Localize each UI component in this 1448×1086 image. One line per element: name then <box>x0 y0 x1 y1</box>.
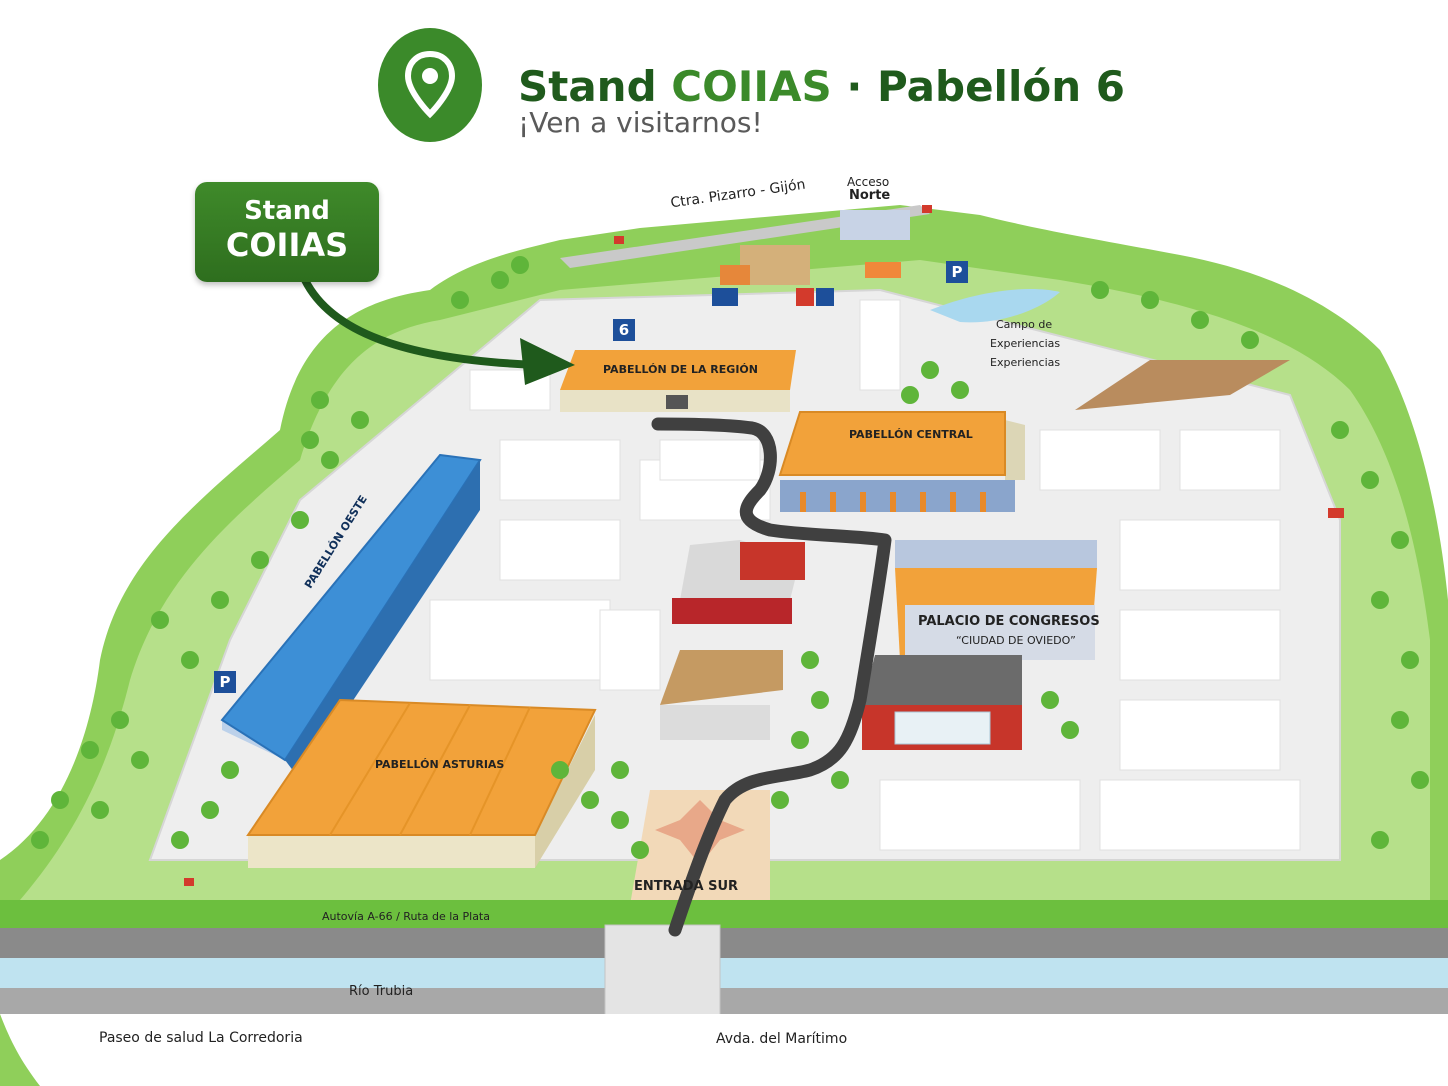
entrada-sur-label: ENTRADA SUR <box>634 879 739 894</box>
autovia-road <box>0 928 1448 958</box>
south-hedge <box>0 900 1448 928</box>
sign-red-v <box>796 288 814 306</box>
pabellon-region-label: PABELLÓN DE LA REGIÓN <box>603 363 758 376</box>
pabellon-region-roof <box>560 350 796 390</box>
flag-icon <box>1328 508 1344 518</box>
avda-label: Avda. del Marítimo <box>716 1031 848 1047</box>
bridge <box>604 924 721 1016</box>
acceso-norte-label-1: Acceso <box>847 175 890 189</box>
arrow-head-icon <box>520 338 575 385</box>
pabellon-oeste-wall <box>285 460 480 780</box>
acceso-norte-building <box>840 210 910 240</box>
palacio-label-2: “CIUDAD DE OVIEDO” <box>956 634 1076 647</box>
red-building-windows <box>894 711 991 745</box>
callout-line2: COIIAS <box>225 226 349 264</box>
page-subtitle: ¡Ven a visitarnos! <box>518 106 763 139</box>
flag-icon <box>614 236 624 244</box>
palacio-roof <box>895 540 1097 568</box>
north-road <box>560 205 930 268</box>
campo-label-3: Experiencias <box>990 356 1061 369</box>
pabellon-region-door <box>666 395 688 409</box>
title-brand: COIIAS <box>671 62 832 111</box>
brown-building-front <box>660 705 770 740</box>
palacio-label-1: PALACIO DE CONGRESOS <box>918 614 1100 629</box>
campo-label-2: Experiencias <box>990 337 1061 350</box>
callout-line1: Stand <box>244 196 330 226</box>
green-bottom <box>0 1014 1448 1086</box>
location-pin-icon <box>378 28 482 142</box>
campo-label-1: Campo de <box>996 318 1053 331</box>
parking-icon: P <box>214 671 236 693</box>
flag-icon <box>184 878 194 886</box>
palacio-label-plate <box>905 605 1095 660</box>
brown-building-roof <box>660 650 783 705</box>
north-building-2 <box>720 265 750 285</box>
street-grid <box>429 299 1301 851</box>
flag-icon <box>922 205 932 213</box>
header: Stand COIIAS · Pabellón 6 ¡Ven a visitar… <box>376 26 1136 156</box>
acceso-norte-label-2: Norte <box>849 188 891 203</box>
pabellon-asturias-roof <box>246 698 597 836</box>
parking-icon: P <box>946 261 968 283</box>
pavilion-6-badge: 6 <box>613 319 635 341</box>
paseo-label: Paseo de salud La Corredoria <box>99 1030 303 1046</box>
lake <box>930 289 1060 323</box>
autovia-label: Autovía A-66 / Ruta de la Plata <box>322 910 490 923</box>
pabellon-central-roof <box>778 411 1006 476</box>
south-walkway <box>0 988 1448 1014</box>
river <box>0 958 1448 988</box>
north-building-1 <box>740 245 810 285</box>
title-suffix: · Pabellón 6 <box>831 62 1125 111</box>
pabellon-central-side <box>1005 420 1025 480</box>
arrow-icon <box>301 276 544 369</box>
pabellon-central-columns <box>800 492 986 512</box>
pabellon-central-front <box>780 480 1015 512</box>
trees <box>31 256 1429 859</box>
title-prefix: Stand <box>518 62 672 111</box>
orange-kiosk <box>865 262 901 278</box>
pabellon-asturias-label: PABELLÓN ASTURIAS <box>375 758 505 771</box>
pabellon-asturias-front <box>248 835 535 868</box>
green-bottom-corner <box>0 1014 40 1086</box>
entrada-sur-star <box>655 800 745 865</box>
route-path <box>651 417 892 937</box>
sign-blue-2 <box>816 288 834 306</box>
pabellon-asturias-side <box>535 715 595 868</box>
rio-label: Río Trubia <box>349 984 414 999</box>
pabellon-central-label: PABELLÓN CENTRAL <box>849 428 973 441</box>
red-building-roof <box>862 655 1022 705</box>
page-title: Stand COIIAS · Pabellón 6 <box>518 62 1125 111</box>
dirt-field <box>1075 360 1290 410</box>
red-pavilion-base <box>672 598 792 624</box>
red-pavilion-top <box>740 542 805 580</box>
pabellon-asturias-ridges <box>329 702 531 836</box>
stand-callout: Stand COIIAS <box>195 182 379 282</box>
sign-blue-1 <box>712 288 738 306</box>
